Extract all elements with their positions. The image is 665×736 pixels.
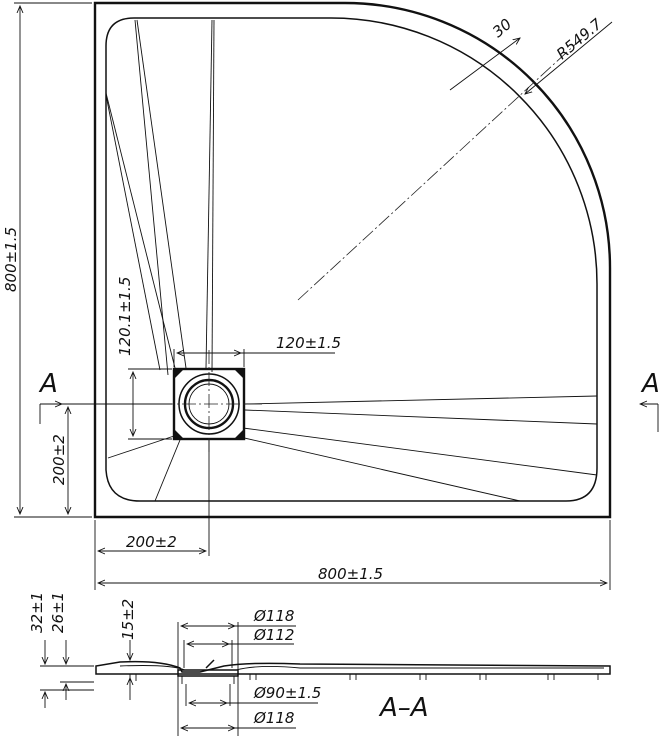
- section-marker-left: A: [38, 369, 58, 399]
- section-profile: [95, 660, 611, 675]
- slope-rays: [105, 19, 598, 502]
- height-total-label: 32±1: [28, 592, 46, 633]
- tray-outer-outline: [93, 1, 612, 519]
- section-dimensions: 32±1 26±1 15±2 Ø118 Ø112 Ø90±1.5 Ø118: [28, 592, 429, 736]
- dia-118-top-label: Ø118: [253, 607, 294, 625]
- rim-width-label: 30: [489, 15, 515, 41]
- tray-inner-outline: [105, 17, 598, 502]
- overall-width-label: 800±1.5: [318, 565, 383, 583]
- plan-view: [93, 1, 612, 519]
- radius-centerline: [297, 39, 581, 301]
- drain-offset-y-label: 200±2: [50, 434, 68, 485]
- section-view: [95, 659, 611, 684]
- overall-height-label: 800±1.5: [2, 227, 20, 292]
- dia-112-label: Ø112: [253, 626, 294, 644]
- dia-90-label: Ø90±1.5: [253, 684, 321, 702]
- section-marker-right: A: [640, 369, 660, 399]
- dia-118-bottom-label: Ø118: [253, 709, 294, 727]
- drain-depth-label: 15±2: [119, 599, 137, 640]
- height-inner-label: 26±1: [49, 592, 67, 633]
- drain-box-width-label: 120±1.5: [276, 334, 341, 352]
- radius-label: R549.7: [553, 15, 606, 63]
- section-title: A–A: [378, 693, 429, 723]
- drain-box-height-label: 120.1±1.5: [116, 277, 134, 356]
- plan-dimensions: 800±1.5 800±1.5 200±2 200±2 120.1±1.5 12…: [2, 2, 660, 590]
- drain-offset-x-label: 200±2: [126, 533, 177, 551]
